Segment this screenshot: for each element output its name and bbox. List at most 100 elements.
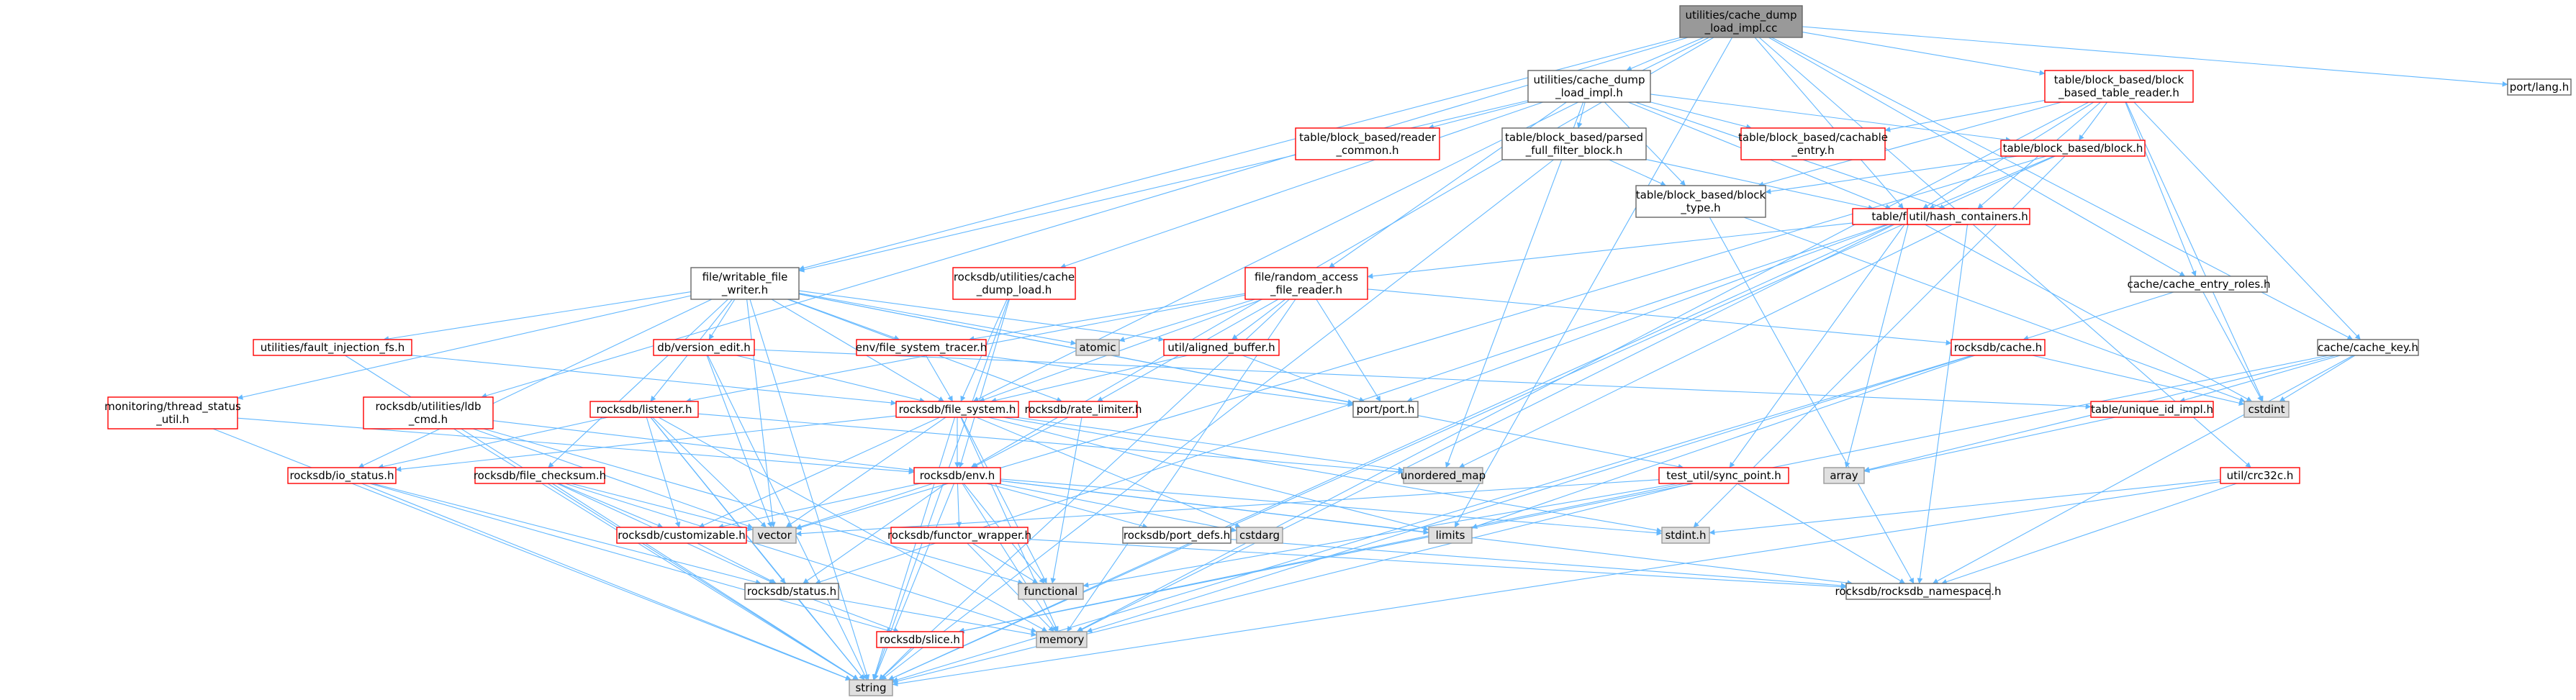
node-crc32c[interactable]: util/crc32c.h	[2220, 467, 2300, 484]
node-label: env/file_system_tracer.h	[856, 341, 988, 355]
node-aligned[interactable]: util/aligned_buffer.h	[1163, 339, 1280, 356]
edge-block_h-to-string	[888, 155, 2056, 681]
node-cache-h[interactable]: rocksdb/cache.h	[1951, 339, 2046, 356]
node-box	[1075, 339, 1120, 356]
node-version-edit[interactable]: db/version_edit.h	[653, 339, 755, 356]
node-label: rocksdb/functor_wrapper.h	[887, 529, 1031, 542]
edge-cdl_h-to-env_h	[958, 299, 1011, 468]
edge-cer-to-cstdint	[2202, 291, 2263, 402]
edge-impl_h-to-unordered_map	[1445, 101, 1584, 468]
node-label: file/writable_file	[702, 271, 788, 284]
node-label: functional	[1024, 585, 1078, 598]
edge-status-to-memory	[836, 599, 1037, 637]
node-rate-limiter[interactable]: rocksdb/rate_limiter.h	[1024, 401, 1142, 418]
edge-writable-to-atomic	[798, 293, 1077, 346]
node-label: utilities/cache_dump	[1533, 73, 1645, 87]
node-slice[interactable]: rocksdb/slice.h	[876, 631, 964, 648]
node-box	[1635, 185, 1766, 218]
node-label: util/hash_containers.h	[1909, 210, 2028, 224]
node-hash-cont[interactable]: util/hash_containers.h	[1907, 208, 2030, 225]
node-bbtr[interactable]: table/block_based/block_based_table_read…	[2044, 70, 2194, 103]
edge-env_h-to-stdint	[1000, 478, 1663, 536]
edge-parsed_full-to-string	[880, 159, 1554, 681]
node-label: _type.h	[1680, 201, 1720, 215]
edge-thread_status-to-env_h	[237, 417, 915, 475]
node-file-system[interactable]: rocksdb/file_system.h	[895, 401, 1019, 418]
node-rafr[interactable]: file/random_access_file_reader.h	[1244, 267, 1368, 300]
edge-sync_point-to-namespace	[1737, 483, 1905, 584]
node-fst[interactable]: env/file_system_tracer.h	[856, 339, 988, 356]
node-label: rocksdb/listener.h	[597, 403, 692, 416]
node-writable[interactable]: file/writable_file_writer.h	[690, 267, 800, 300]
node-limits: limits	[1428, 527, 1473, 544]
node-box	[2220, 467, 2300, 484]
node-fault[interactable]: utilities/fault_injection_fs.h	[253, 339, 412, 356]
node-cdl-h[interactable]: rocksdb/utilities/cache_dump_load.h	[952, 267, 1076, 300]
node-unique-id[interactable]: table/unique_id_impl.h	[2090, 401, 2214, 418]
node-cache-key[interactable]: cache/cache_key.h	[2317, 339, 2419, 356]
node-label: rocksdb/port_defs.h	[1124, 529, 1230, 542]
edge-bbtr-to-cache_key	[2133, 101, 2361, 340]
node-thread-status[interactable]: monitoring/thread_status_util.h	[104, 396, 241, 429]
node-parsed-full[interactable]: table/block_based/parsed_full_filter_blo…	[1501, 127, 1647, 160]
node-label: utilities/fault_injection_fs.h	[261, 341, 405, 355]
edge-bbtr-to-cachable	[1884, 99, 2046, 132]
node-label: stdint.h	[1665, 529, 1706, 542]
edge-version_edit-to-vector	[706, 355, 772, 528]
node-box	[744, 583, 839, 600]
node-functor[interactable]: rocksdb/functor_wrapper.h	[887, 527, 1031, 544]
edge-impl_h-to-cachable	[1650, 101, 1752, 129]
edge-version_edit-to-string	[707, 355, 868, 681]
node-label: memory	[1039, 633, 1085, 646]
node-env-h[interactable]: rocksdb/env.h	[913, 467, 1001, 484]
node-root[interactable]: utilities/cache_dump_load_impl.cc	[1679, 5, 1803, 38]
node-box	[2000, 140, 2146, 157]
node-ldb-cmd[interactable]: rocksdb/utilities/ldb_cmd.h	[363, 396, 494, 429]
edge-rafr-to-cache_h	[1367, 288, 1952, 346]
node-listener[interactable]: rocksdb/listener.h	[589, 401, 699, 418]
node-impl-h[interactable]: utilities/cache_dump_load_impl.h	[1527, 70, 1651, 103]
edge-impl_h-to-parsed_full	[1576, 101, 1586, 129]
node-label: rocksdb/io_status.h	[289, 469, 394, 483]
node-port-defs[interactable]: rocksdb/port_defs.h	[1122, 527, 1231, 544]
node-label: rocksdb/file_system.h	[899, 403, 1016, 417]
node-namespace[interactable]: rocksdb/rocksdb_namespace.h	[1835, 583, 2002, 600]
node-box	[616, 527, 747, 544]
edge-writable-to-string	[749, 299, 870, 681]
node-label: util/crc32c.h	[2227, 469, 2294, 482]
node-box	[653, 339, 755, 356]
node-cachable[interactable]: table/block_based/cachable_entry.h	[1738, 127, 1888, 160]
node-box	[856, 339, 987, 356]
node-block-type[interactable]: table/block_based/block_type.h	[1635, 185, 1766, 218]
node-array: array	[1823, 467, 1865, 484]
node-customizable[interactable]: rocksdb/customizable.h	[616, 527, 747, 544]
edge-ldb_cmd-to-string	[453, 428, 859, 681]
node-file-checksum[interactable]: rocksdb/file_checksum.h	[474, 467, 606, 484]
edge-file_checksum-to-string	[551, 483, 859, 681]
node-port-h[interactable]: port/port.h	[1352, 401, 1419, 418]
node-sync-point[interactable]: test_util/sync_point.h	[1658, 467, 1789, 484]
node-reader-common[interactable]: table/block_based/reader_common.h	[1295, 127, 1440, 160]
node-cer[interactable]: cache/cache_entry_roles.h	[2127, 276, 2271, 293]
node-label: table/block_based/cachable	[1738, 131, 1888, 145]
edge-ldb_cmd-to-vector	[473, 428, 754, 529]
edge-listener-to-memory	[658, 417, 1048, 632]
node-label: rocksdb/customizable.h	[618, 529, 746, 542]
node-label: file/random_access	[1255, 271, 1358, 284]
edge-cdl_h-to-string	[872, 299, 1009, 681]
node-io-status[interactable]: rocksdb/io_status.h	[287, 467, 397, 484]
edge-root-to-port_lang	[1802, 26, 2508, 87]
node-label: rocksdb/env.h	[920, 469, 995, 482]
node-label: rocksdb/cache.h	[1954, 341, 2043, 354]
edge-writable-to-sync_point	[798, 294, 1684, 470]
edge-block_type-to-cstdint	[1743, 217, 2246, 403]
node-stdint: stdint.h	[1661, 527, 1710, 544]
node-label: monitoring/thread_status	[104, 400, 241, 414]
edge-file_system-to-stdint	[1003, 417, 1663, 533]
edge-format-to-port_h	[1406, 224, 1889, 403]
node-status[interactable]: rocksdb/status.h	[744, 583, 839, 600]
edge-listener-to-io_status	[377, 417, 608, 470]
node-port-lang[interactable]: port/lang.h	[2507, 78, 2572, 96]
node-block-h[interactable]: table/block_based/block.h	[2000, 140, 2146, 157]
edge-status-to-string	[797, 599, 865, 681]
